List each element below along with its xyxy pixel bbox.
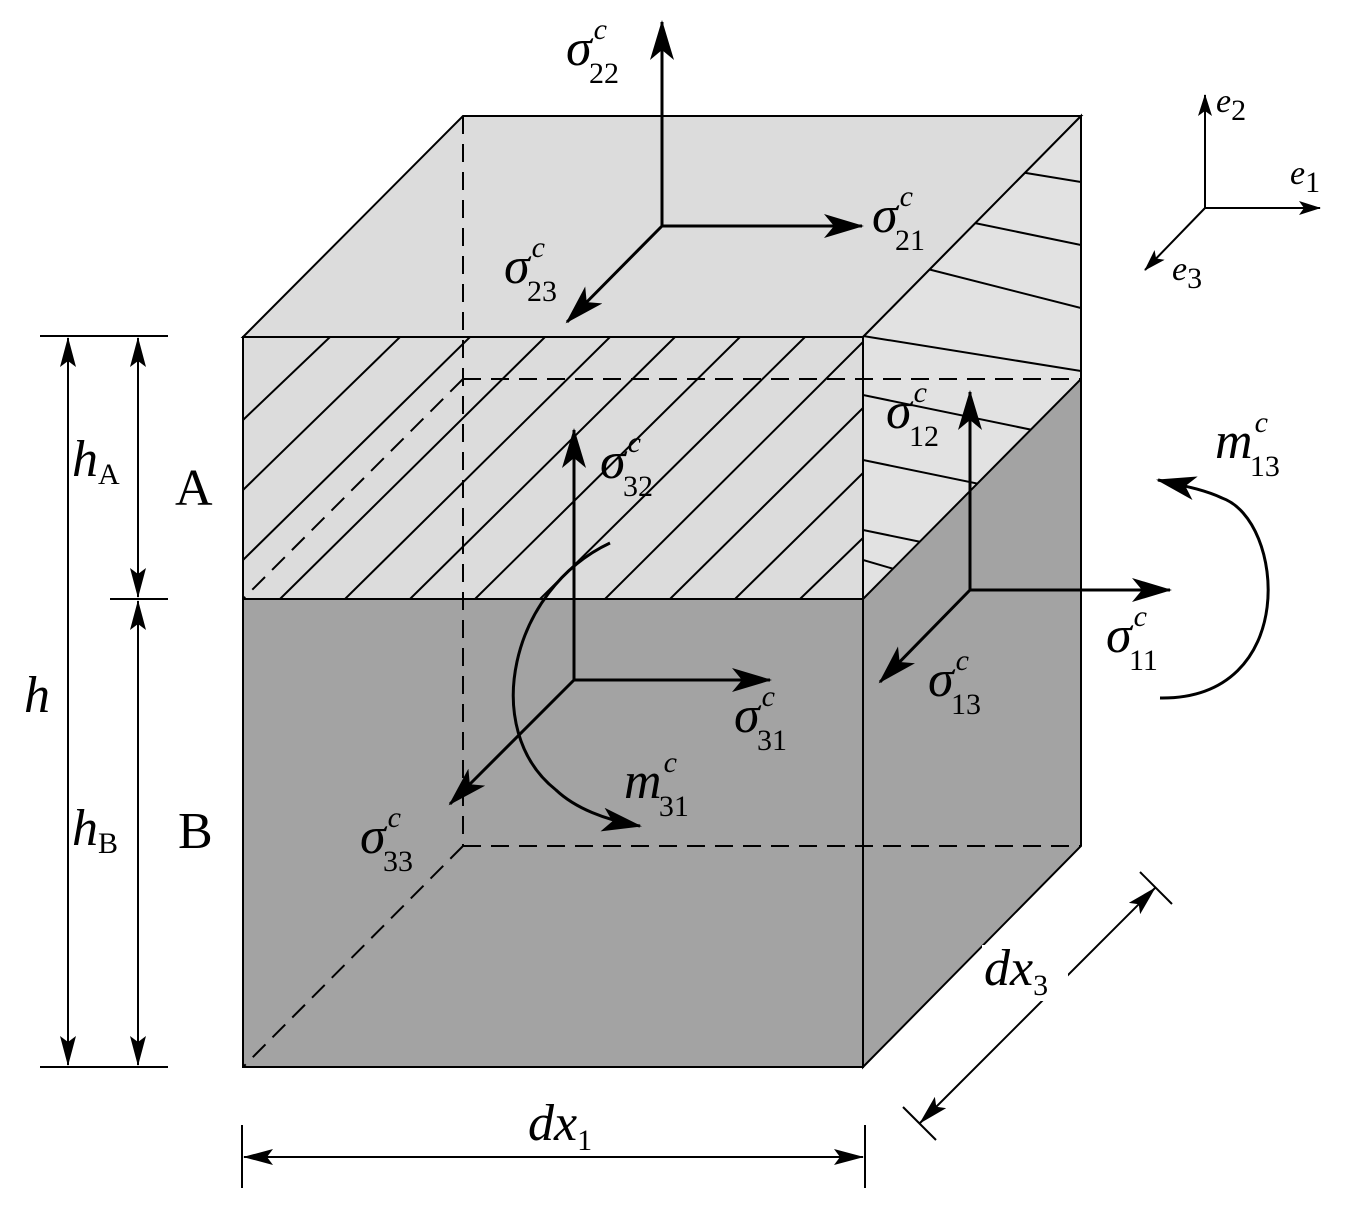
- label-sigma23: σ: [504, 238, 532, 295]
- layer-b-label: B: [178, 803, 213, 860]
- label-sigma33: σ: [360, 808, 388, 865]
- dx1-dimension: [241, 1125, 866, 1188]
- label-hB: h: [72, 800, 98, 857]
- moment-m31-arc: [511, 541, 642, 832]
- front-face-hatch: [243, 337, 863, 599]
- label-sigma32: σ: [600, 433, 628, 490]
- label-sigma22: σ: [566, 20, 594, 77]
- label-sigma31: σ: [734, 687, 762, 744]
- label-sigma11: σ: [1106, 607, 1134, 664]
- label-sigma12: σ: [886, 383, 914, 440]
- thickness-dimensions: [40, 335, 168, 1068]
- arrow-sigma23: [565, 224, 664, 324]
- label-sigma13: σ: [928, 651, 956, 708]
- label-e2: e: [1216, 83, 1231, 120]
- svg-text:e1: e1: [1290, 155, 1320, 199]
- moment-m13-arc: [1156, 476, 1270, 700]
- label-m31: m: [624, 753, 662, 810]
- svg-text:e2: e2: [1216, 83, 1246, 127]
- dx3-dimension: [902, 871, 1173, 1141]
- label-e1: e: [1290, 155, 1305, 192]
- front-face-layer-b: [243, 599, 863, 1067]
- label-m13: m: [1215, 413, 1253, 470]
- right-face-layer-a: [863, 116, 1081, 599]
- label-sigma21: σ: [872, 187, 900, 244]
- label-h: h: [24, 667, 50, 724]
- basis-triad: [1144, 94, 1321, 271]
- label-hA: h: [72, 431, 98, 488]
- svg-text:e3: e3: [1172, 251, 1202, 295]
- label-dx3: dx: [984, 940, 1033, 997]
- arrow-sigma33: [448, 678, 576, 806]
- label-e3: e: [1172, 251, 1187, 288]
- arrow-sigma13: [878, 588, 972, 684]
- label-dx1: dx: [528, 1095, 577, 1152]
- layer-a-label: A: [175, 460, 213, 517]
- svg-text:dx1: dx1: [528, 1095, 592, 1157]
- svg-text:hA: hA: [72, 431, 120, 491]
- svg-text:hB: hB: [72, 800, 118, 860]
- svg-text:dx3: dx3: [984, 940, 1048, 1002]
- hidden-edges: [242, 116, 1081, 1068]
